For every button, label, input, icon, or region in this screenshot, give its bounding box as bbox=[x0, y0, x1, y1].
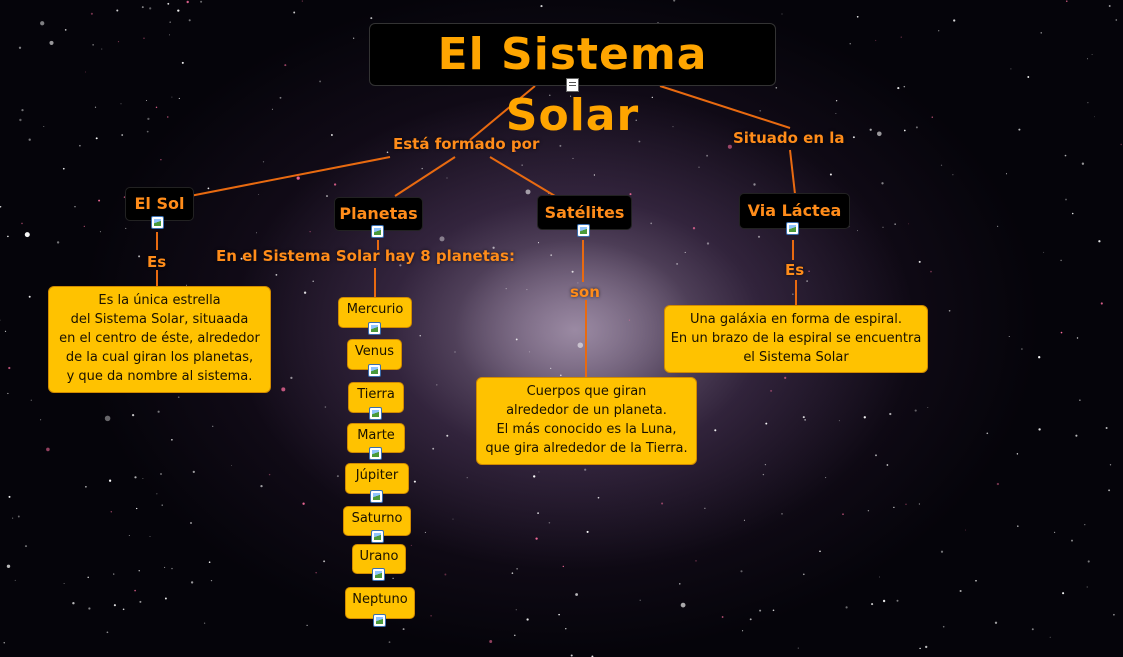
description-line: Es la única estrella bbox=[98, 293, 221, 308]
description-line: Cuerpos que giran bbox=[526, 384, 647, 399]
description-line: en el centro de éste, alrededor bbox=[59, 331, 260, 346]
description-line: de la cual giran los planetas, bbox=[65, 350, 254, 365]
planet-venus[interactable]: Venus bbox=[347, 339, 402, 370]
description-line: que gira alrededor de la Tierra. bbox=[485, 441, 688, 456]
concept-el-sol-label: El Sol bbox=[134, 194, 185, 213]
planet-jupiter[interactable]: Júpiter bbox=[345, 463, 409, 494]
image-icon[interactable] bbox=[369, 447, 382, 460]
image-icon[interactable] bbox=[369, 407, 382, 420]
image-icon[interactable] bbox=[371, 530, 384, 543]
image-icon[interactable] bbox=[151, 216, 164, 229]
link-label-son: son bbox=[570, 283, 600, 301]
concept-via-lactea-label: Via Láctea bbox=[747, 201, 842, 220]
description-line: alrededor de un planeta. bbox=[506, 403, 667, 418]
description-line: del Sistema Solar, situaada bbox=[70, 312, 249, 327]
description-via-lactea[interactable]: Una galáxia en forma de espiral. En un b… bbox=[664, 305, 928, 373]
image-icon[interactable] bbox=[372, 568, 385, 581]
description-line: el Sistema Solar bbox=[743, 350, 849, 365]
description-line: El más conocido es la Luna, bbox=[496, 422, 677, 437]
document-icon[interactable] bbox=[566, 78, 579, 92]
image-icon[interactable] bbox=[370, 490, 383, 503]
concept-satelites-label: Satélites bbox=[544, 203, 625, 222]
image-icon[interactable] bbox=[786, 222, 799, 235]
link-label-situado-en: Situado en la bbox=[733, 129, 845, 147]
planet-neptuno[interactable]: Neptuno bbox=[345, 587, 415, 619]
concept-planetas-label: Planetas bbox=[339, 204, 418, 223]
link-label-hay-planetas: En el Sistema Solar hay 8 planetas: bbox=[216, 247, 515, 265]
image-icon[interactable] bbox=[373, 614, 386, 627]
description-line: En un brazo de la espiral se encuentra bbox=[670, 331, 922, 346]
image-icon[interactable] bbox=[371, 225, 384, 238]
description-line: Una galáxia en forma de espiral. bbox=[690, 312, 902, 327]
concept-el-sol[interactable]: El Sol bbox=[125, 187, 194, 221]
link-label-es-via: Es bbox=[785, 261, 805, 279]
map-title: El Sistema Solar bbox=[369, 23, 776, 141]
planet-saturno[interactable]: Saturno bbox=[343, 506, 411, 536]
description-sol[interactable]: Es la única estrella del Sistema Solar, … bbox=[48, 286, 271, 393]
description-satelites[interactable]: Cuerpos que giran alrededor de un planet… bbox=[476, 377, 697, 465]
image-icon[interactable] bbox=[577, 224, 590, 237]
link-label-formado-por: Está formado por bbox=[393, 135, 540, 153]
link-label-es-sol: Es bbox=[147, 253, 167, 271]
description-line: y que da nombre al sistema. bbox=[66, 369, 253, 384]
image-icon[interactable] bbox=[368, 364, 381, 377]
image-icon[interactable] bbox=[368, 322, 381, 335]
